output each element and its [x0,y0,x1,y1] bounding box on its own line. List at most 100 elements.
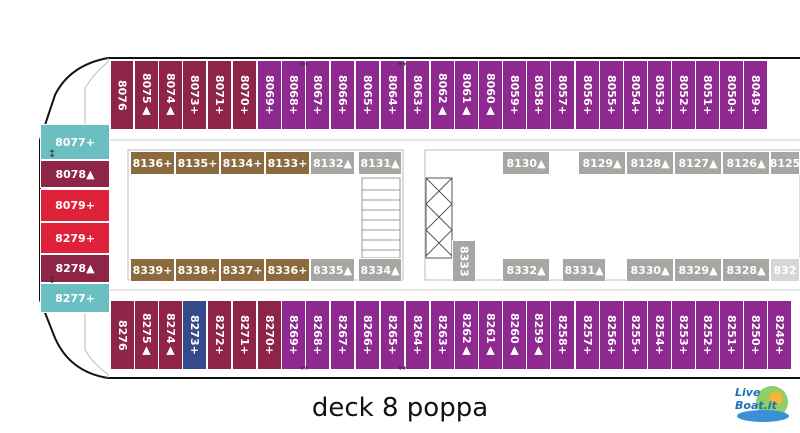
cabin-8134[interactable]: 8134+ [220,151,265,175]
cabin-8260[interactable]: 8260▲ [502,300,527,370]
cabin-8053[interactable]: 8053+ [647,60,672,130]
cabin-8255[interactable]: 8255+ [623,300,648,370]
cabin-8055[interactable]: 8055+ [599,60,624,130]
cabin-8266[interactable]: 8266+ [355,300,380,370]
cabin-8133[interactable]: 8133+ [265,151,310,175]
cabin-8252[interactable]: 8252+ [695,300,720,370]
liveboat-logo [737,386,789,422]
cabin-8269[interactable]: 8269+ [281,300,306,370]
cabin-8250[interactable]: 8250+ [743,300,768,370]
cabin-8279[interactable]: 8279+ [40,222,110,254]
cabin-8254[interactable]: 8254+ [647,300,672,370]
cabin-8076[interactable]: 8076 [110,60,134,130]
cabin-8253[interactable]: 8253+ [671,300,696,370]
cabin-8270[interactable]: 8270+ [257,300,282,370]
cabin-8130[interactable]: 8130▲ [502,151,550,175]
connecting-door-icon: ↔ [398,59,407,70]
cabin-8060[interactable]: 8060▲ [478,60,503,130]
cabin-8256[interactable]: 8256+ [599,300,624,370]
cabin-8077[interactable]: 8077+ [40,124,110,160]
cabin-8339[interactable]: 8339+ [130,258,175,282]
connecting-door-icon: ↕ [48,149,57,160]
cabin-8052[interactable]: 8052+ [671,60,696,130]
cabin-8263[interactable]: 8263+ [430,300,455,370]
cabin-8265[interactable]: 8265+ [380,300,405,370]
cabin-8271[interactable]: 8271+ [232,300,257,370]
cabin-8336[interactable]: 8336+ [265,258,310,282]
cabin-8273[interactable]: 8273+ [182,300,207,370]
cabin-8065[interactable]: 8065+ [355,60,380,130]
cabin-8132[interactable]: 8132▲ [310,151,355,175]
cabin-8272[interactable]: 8272+ [207,300,232,370]
cabin-8338[interactable]: 8338+ [175,258,220,282]
connecting-door-icon: ↕ [48,275,57,286]
cabin-8329[interactable]: 8329▲ [674,258,722,282]
cabin-8278[interactable]: 8278▲ [40,254,110,283]
cabin-8264[interactable]: 8264+ [405,300,430,370]
cabin-8249[interactable]: 8249+ [767,300,792,370]
connecting-door-icon: ↔ [300,59,309,70]
cabin-8064[interactable]: 8064+ [380,60,405,130]
cabin-8056[interactable]: 8056+ [575,60,600,130]
cabin-8332[interactable]: 8332▲ [502,258,550,282]
cabin-8068[interactable]: 8068+ [281,60,306,130]
stairs-icon [361,177,401,259]
cabin-8268[interactable]: 8268+ [305,300,330,370]
cabin-8261[interactable]: 8261▲ [478,300,503,370]
connecting-door-icon: ↔ [300,363,309,374]
cabin-8277[interactable]: 8277+ [40,283,110,313]
connecting-door-icon: ↔ [398,363,407,374]
cabin-8079[interactable]: 8079+ [40,189,110,222]
cabin-8057[interactable]: 8057+ [550,60,575,130]
deck-title: deck 8 poppa [311,393,489,423]
cabin-8075[interactable]: 8075▲ [134,60,159,130]
cabin-8069[interactable]: 8069+ [257,60,282,130]
logo-text: Live Boat.it [735,386,777,412]
cabin-8129[interactable]: 8129▲ [578,151,626,175]
cabin-8078[interactable]: 8078▲ [40,160,110,188]
cabin-8131[interactable]: 8131▲ [358,151,402,175]
cabin-8276[interactable]: 8276 [110,300,135,370]
cabin-8073[interactable]: 8073+ [182,60,207,130]
cabin-8125[interactable]: 8125 [770,151,800,175]
cabin-8328[interactable]: 8328▲ [722,258,770,282]
cabin-8126[interactable]: 8126▲ [722,151,770,175]
cabin-8067[interactable]: 8067+ [305,60,330,130]
cabin-8061[interactable]: 8061▲ [454,60,479,130]
cabin-8259[interactable]: 8259▲ [526,300,551,370]
cabin-8070[interactable]: 8070+ [232,60,257,130]
cabin-8337[interactable]: 8337+ [220,258,265,282]
cabin-8257[interactable]: 8257+ [575,300,600,370]
cabin-8063[interactable]: 8063+ [405,60,430,130]
cabin-8049[interactable]: 8049+ [743,60,768,130]
cabin-8062[interactable]: 8062▲ [430,60,455,130]
cabin-832[interactable]: 832 [770,258,800,282]
cabin-8127[interactable]: 8127▲ [674,151,722,175]
cabin-8335[interactable]: 8335▲ [310,258,355,282]
cabin-8331[interactable]: 8331▲ [562,258,606,282]
cabin-8274[interactable]: 8274▲ [158,300,183,370]
cabin-8333[interactable]: 8333 [452,240,476,282]
cabin-8066[interactable]: 8066+ [330,60,355,130]
cabin-8136[interactable]: 8136+ [130,151,175,175]
cabin-8058[interactable]: 8058+ [526,60,551,130]
cabin-8267[interactable]: 8267+ [330,300,355,370]
atrium-right [424,149,800,281]
cabin-8135[interactable]: 8135+ [175,151,220,175]
elevator-icon [425,177,453,259]
cabin-8050[interactable]: 8050+ [719,60,744,130]
cabin-8071[interactable]: 8071+ [207,60,232,130]
cabin-8262[interactable]: 8262▲ [454,300,479,370]
stern-inner-line [84,58,109,378]
cabin-8054[interactable]: 8054+ [623,60,648,130]
cabin-8258[interactable]: 8258+ [550,300,575,370]
cabin-8275[interactable]: 8275▲ [134,300,159,370]
cabin-8051[interactable]: 8051+ [695,60,720,130]
cabin-8059[interactable]: 8059+ [502,60,527,130]
cabin-8128[interactable]: 8128▲ [626,151,674,175]
cabin-8334[interactable]: 8334▲ [358,258,402,282]
cabin-8330[interactable]: 8330▲ [626,258,674,282]
cabin-8251[interactable]: 8251+ [719,300,744,370]
cabin-8074[interactable]: 8074▲ [158,60,183,130]
